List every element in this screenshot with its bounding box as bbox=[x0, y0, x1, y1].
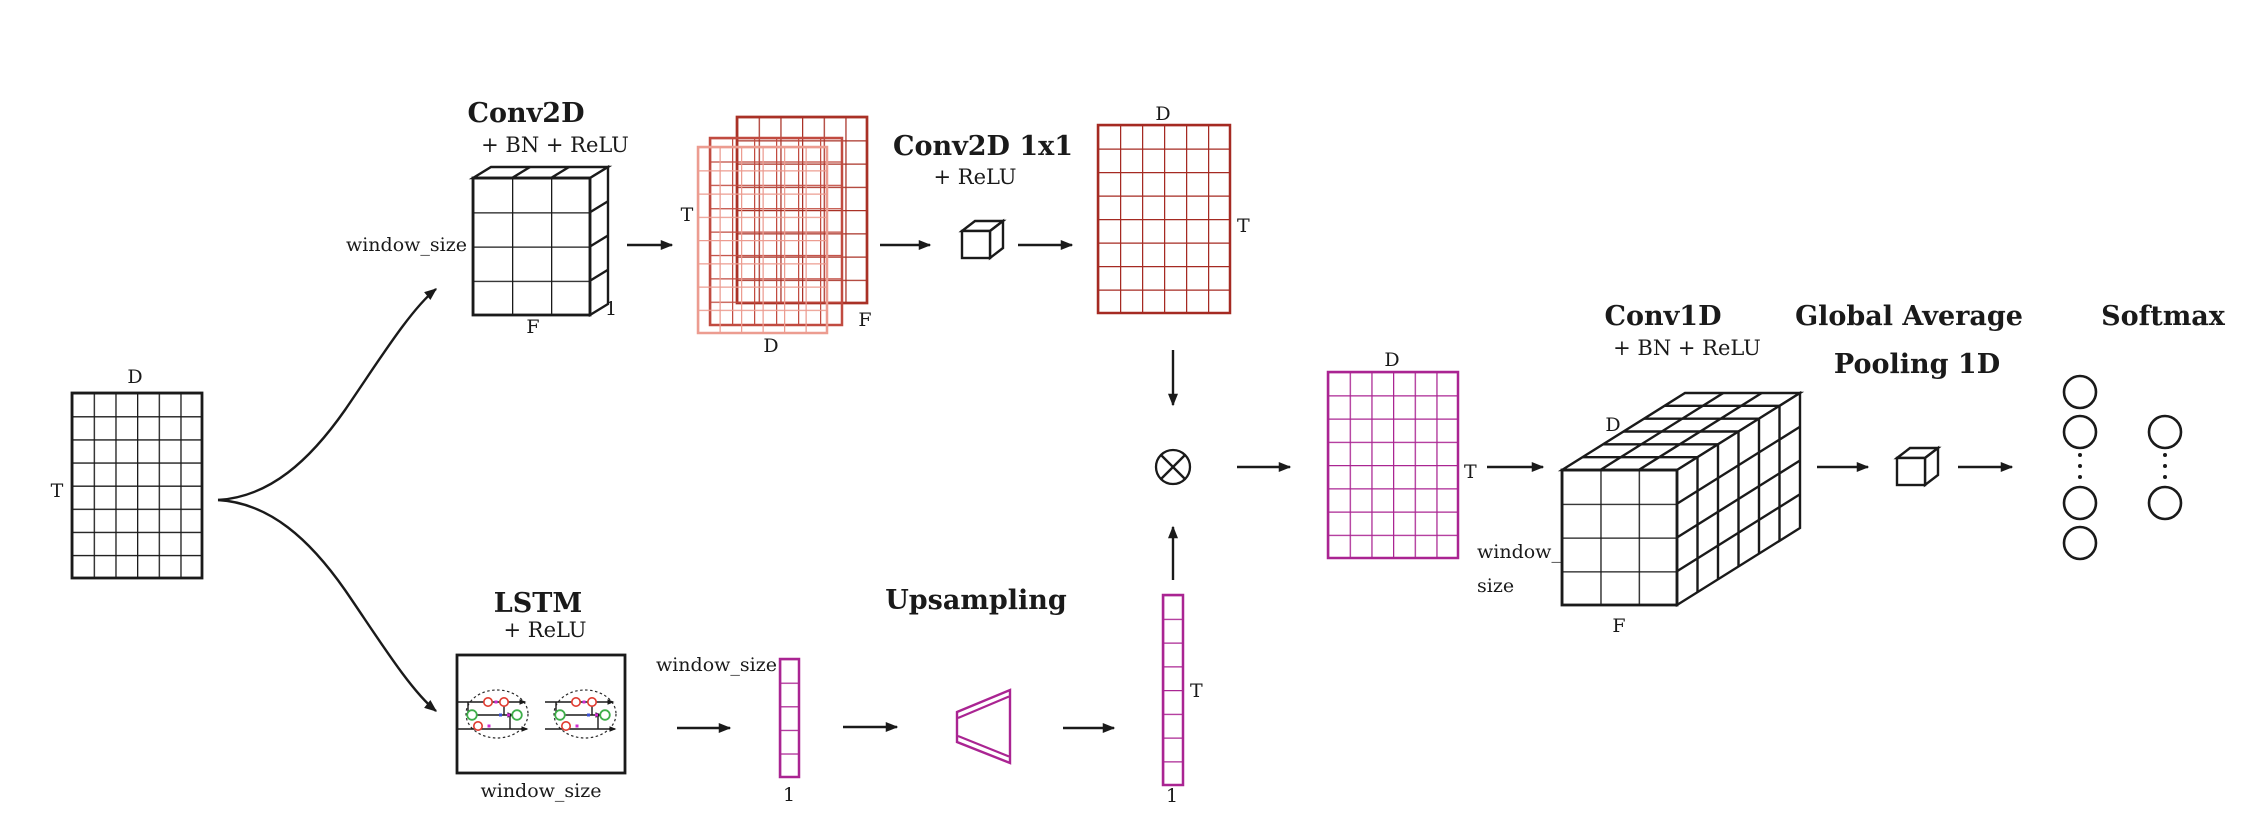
upsampling-title: Upsampling bbox=[885, 585, 1067, 616]
lstm-title: LSTM bbox=[494, 588, 582, 619]
lstm-vector-shape bbox=[778, 657, 801, 779]
conv2d-subtitle: + BN + ReLU bbox=[481, 133, 629, 157]
lstm-output-vector: window_size 1 bbox=[656, 654, 801, 806]
lstm-subtitle: + ReLU bbox=[503, 618, 586, 642]
conv1d-window-label-line2: size bbox=[1477, 575, 1514, 597]
attn-right-label: T bbox=[1237, 215, 1250, 237]
input-grid-shape bbox=[70, 391, 204, 580]
upsampling-trapezoid-icon bbox=[955, 688, 1012, 765]
conv1d-depth-label: D bbox=[1605, 414, 1620, 436]
conv2d-1x1-title: Conv2D 1x1 bbox=[893, 131, 1073, 162]
conv2d-kernel-cuboid bbox=[468, 164, 613, 318]
multiply-icon bbox=[1154, 448, 1192, 486]
conv2d-1x1-kernel-cube-icon bbox=[958, 218, 1007, 261]
time-vector-shape bbox=[1161, 593, 1185, 787]
gap-kernel-cube-icon bbox=[1893, 445, 1942, 488]
gap-title-line2: Pooling 1D bbox=[1834, 349, 2000, 380]
lstm-vector-size-label: window_size bbox=[656, 654, 777, 676]
stack-left-label: T bbox=[681, 204, 694, 226]
attn-top-label: D bbox=[1155, 103, 1170, 125]
gap-title-line1: Global Average bbox=[1795, 301, 2023, 332]
time-vector-bottom-label: 1 bbox=[1166, 785, 1178, 807]
fused-grid: D T bbox=[1326, 349, 1477, 560]
stack-bottom-label: D bbox=[763, 335, 778, 357]
input-left-label: T bbox=[51, 480, 64, 502]
conv2d-1x1-block: Conv2D 1x1 + ReLU bbox=[893, 131, 1073, 261]
conv1d-title: Conv1D bbox=[1604, 301, 1721, 332]
conv2d-bottom-label: F bbox=[526, 316, 539, 338]
fused-right-label: T bbox=[1464, 461, 1477, 483]
time-vector: T 1 bbox=[1161, 593, 1203, 807]
conv2d-1x1-subtitle: + ReLU bbox=[933, 165, 1016, 189]
conv2d-block: Conv2D + BN + ReLU window_size F 1 bbox=[346, 98, 629, 338]
stack-right-label: F bbox=[858, 309, 871, 331]
conv1d-cuboid bbox=[1557, 390, 1805, 608]
conv2d-title: Conv2D bbox=[467, 98, 584, 129]
conv2d-depth-label: 1 bbox=[605, 298, 617, 320]
conv1d-subtitle: + BN + ReLU bbox=[1613, 336, 1761, 360]
softmax-block: Softmax bbox=[2062, 301, 2226, 561]
conv1d-block: Conv1D + BN + ReLU D window_ size F bbox=[1477, 301, 1805, 637]
conv2d-window-size-label: window_size bbox=[346, 234, 467, 256]
upsampling-block: Upsampling bbox=[885, 585, 1067, 765]
softmax-layer-1 bbox=[2062, 374, 2098, 561]
conv1d-window-label-line1: window_ bbox=[1477, 541, 1561, 563]
lstm-block: LSTM + ReLU window_size bbox=[455, 588, 627, 802]
branch-curve-bottom bbox=[217, 498, 437, 712]
fused-top-label: D bbox=[1384, 349, 1399, 371]
softmax-layer-2 bbox=[2147, 414, 2183, 521]
input-grid: D T bbox=[51, 366, 204, 580]
feature-map-stack: T F D bbox=[681, 115, 872, 357]
time-vector-right-label: T bbox=[1190, 680, 1203, 702]
attn-grid-shape bbox=[1096, 123, 1232, 315]
branch-curve-top bbox=[217, 288, 437, 502]
conv1d-bottom-label: F bbox=[1612, 615, 1625, 637]
lstm-bottom-label: window_size bbox=[480, 780, 601, 802]
stack-front-grid bbox=[696, 145, 829, 335]
gap-block: Global Average Pooling 1D bbox=[1795, 301, 2023, 488]
fused-grid-shape bbox=[1326, 370, 1460, 560]
input-top-label: D bbox=[127, 366, 142, 388]
attention-grid: D T bbox=[1096, 103, 1250, 315]
lstm-vector-bottom-label: 1 bbox=[783, 784, 795, 806]
softmax-title: Softmax bbox=[2101, 301, 2226, 332]
